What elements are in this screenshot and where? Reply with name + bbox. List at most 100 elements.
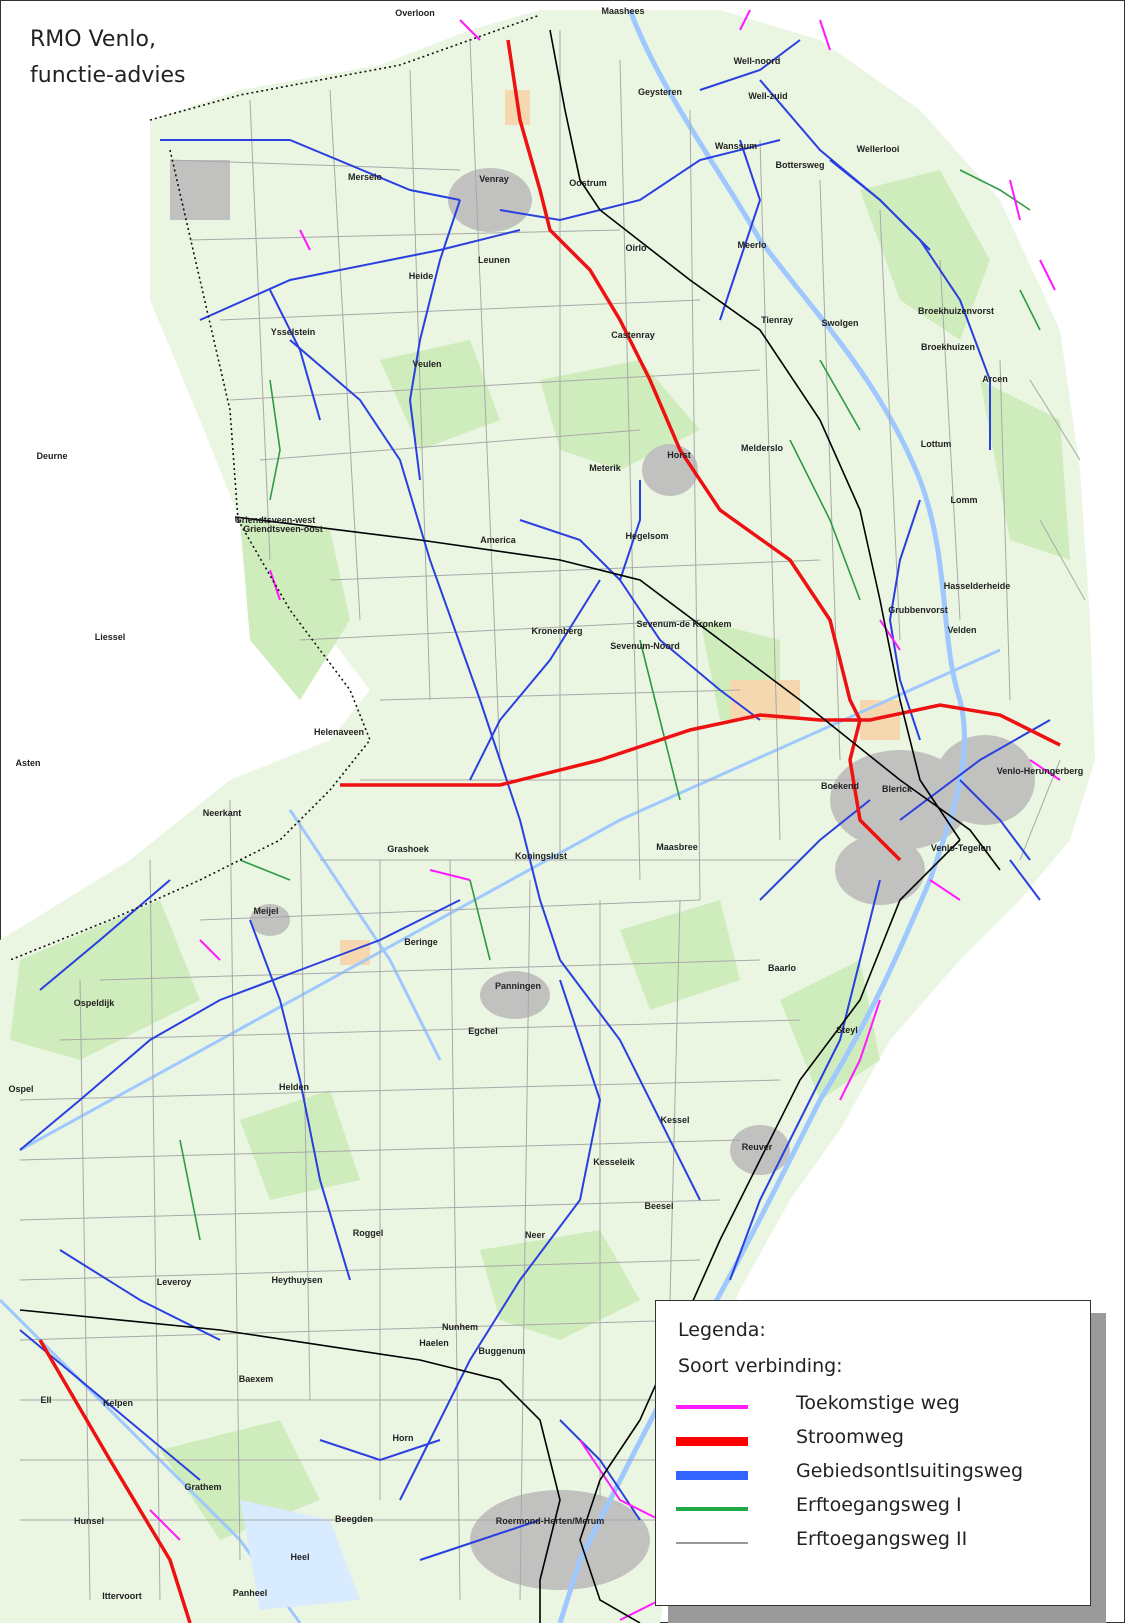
legend-item-erftoegangsweg-ii: Erftoegangsweg II bbox=[676, 1525, 1076, 1559]
place-label: Well-noord bbox=[734, 56, 781, 66]
legend-item-stroomweg: Stroomweg bbox=[676, 1423, 1076, 1457]
legend-item-label: Gebiedsontlsuitingsweg bbox=[796, 1460, 1024, 1482]
place-label: Overloon bbox=[395, 8, 435, 18]
legend-item-label: Erftoegangsweg I bbox=[796, 1494, 962, 1516]
place-label: Horst bbox=[667, 450, 691, 460]
place-label: Panheel bbox=[233, 1588, 268, 1598]
place-label: Kesseleik bbox=[593, 1157, 636, 1167]
place-label: Ospeldijk bbox=[74, 998, 116, 1008]
place-label: Oirlo bbox=[625, 243, 647, 253]
roads-gebiedsontsluitingsweg bbox=[19, 39, 1051, 1561]
place-label: Wellerlooi bbox=[857, 144, 900, 154]
legend-heading: Legenda: bbox=[678, 1319, 766, 1341]
place-label: Boekend bbox=[821, 781, 859, 791]
place-label: Venlo-Tegelen bbox=[931, 843, 991, 853]
canal bbox=[19, 648, 1001, 1152]
place-label: Broekhuizenvorst bbox=[918, 306, 994, 316]
roads-erftoegangsweg-i bbox=[179, 169, 1041, 1241]
place-label: Helden bbox=[279, 1082, 309, 1092]
legend-swatch bbox=[676, 1436, 748, 1446]
place-label: Helenaveen bbox=[314, 727, 364, 737]
legend-swatch bbox=[676, 1507, 748, 1511]
map-title-line-2: functie-advies bbox=[30, 63, 186, 88]
place-label: Bottersweg bbox=[775, 160, 824, 170]
place-label: Grubbenvorst bbox=[888, 605, 948, 615]
place-label: Kronenberg bbox=[531, 626, 582, 636]
legend-item-label: Erftoegangsweg II bbox=[796, 1528, 968, 1550]
roads-erftoegangsweg-ii bbox=[19, 30, 1086, 1601]
place-label: Ospel bbox=[8, 1084, 33, 1094]
place-label: Sevenum-de Kronkem bbox=[636, 619, 731, 629]
place-label: Kelpen bbox=[103, 1398, 133, 1408]
place-label: Haelen bbox=[419, 1338, 449, 1348]
place-label: Velden bbox=[947, 625, 976, 635]
legend-swatch bbox=[676, 1470, 748, 1480]
place-label: Steyl bbox=[836, 1025, 858, 1035]
place-label: Nunhem bbox=[442, 1322, 478, 1332]
place-label: America bbox=[480, 535, 517, 545]
place-label: Tienray bbox=[761, 315, 793, 325]
place-label: Roermond-Herten/Merum bbox=[496, 1516, 605, 1526]
place-label: Lomm bbox=[951, 495, 978, 505]
map-title: RMO Venlo, functie-advies bbox=[30, 22, 186, 94]
province-boundary bbox=[9, 14, 541, 961]
place-label: Leveroy bbox=[157, 1277, 192, 1287]
place-label: Arcen bbox=[982, 374, 1008, 384]
place-label: Leunen bbox=[478, 255, 510, 265]
place-label: Hunsel bbox=[74, 1516, 104, 1526]
place-label: Kessel bbox=[660, 1115, 689, 1125]
place-label: Neer bbox=[525, 1230, 546, 1240]
place-label: Maashees bbox=[601, 6, 644, 16]
place-label: Castenray bbox=[611, 330, 655, 340]
legend: Legenda: Soort verbinding: Toekomstige w… bbox=[655, 1300, 1091, 1606]
place-label: Broekhuizen bbox=[921, 342, 975, 352]
place-label: Heide bbox=[409, 271, 434, 281]
lake bbox=[240, 1500, 360, 1610]
place-label: Geysteren bbox=[638, 87, 682, 97]
place-label: Deurne bbox=[36, 451, 67, 461]
place-label: Baexem bbox=[239, 1374, 274, 1384]
place-label: Well-zuid bbox=[748, 91, 787, 101]
region-area bbox=[0, 10, 1095, 1623]
place-label: Koningslust bbox=[515, 851, 567, 861]
place-label: Swolgen bbox=[821, 318, 858, 328]
place-label: Veulen bbox=[412, 359, 441, 369]
place-label: Oostrum bbox=[569, 178, 607, 188]
place-label: Sevenum-Noord bbox=[610, 641, 680, 651]
place-label: Grashoek bbox=[387, 844, 430, 854]
place-label: Griendtsveen-oost bbox=[243, 524, 323, 534]
place-label: Maasbree bbox=[656, 842, 698, 852]
place-label: Neerkant bbox=[203, 808, 242, 818]
place-label: Horn bbox=[393, 1433, 414, 1443]
place-label: Venray bbox=[479, 174, 509, 184]
railway-lines bbox=[19, 29, 1001, 1623]
place-label: Roggel bbox=[353, 1228, 384, 1238]
place-label: Griendtsveen-west bbox=[235, 515, 316, 525]
map-title-line-1: RMO Venlo, bbox=[30, 27, 156, 52]
place-label: Melderslo bbox=[741, 443, 784, 453]
place-label: Meijel bbox=[253, 906, 278, 916]
place-label: Grathem bbox=[184, 1482, 221, 1492]
place-label: Hegelsom bbox=[625, 531, 668, 541]
place-label: Panningen bbox=[495, 981, 541, 991]
place-label: Venlo-Herungerberg bbox=[997, 766, 1084, 776]
legend-item-erftoegangsweg-i: Erftoegangsweg I bbox=[676, 1491, 1076, 1525]
place-label: Hasselderheide bbox=[944, 581, 1011, 591]
place-label: Beegden bbox=[335, 1514, 373, 1524]
place-label: Ell bbox=[40, 1395, 51, 1405]
legend-item-label: Stroomweg bbox=[796, 1426, 904, 1448]
place-label: Egchel bbox=[468, 1026, 498, 1036]
legend-swatch bbox=[676, 1542, 748, 1544]
place-label: Merselo bbox=[348, 172, 383, 182]
legend-item-label: Toekomstige weg bbox=[796, 1392, 960, 1414]
legend-subheading: Soort verbinding: bbox=[678, 1355, 843, 1377]
place-label: Ysselstein bbox=[271, 327, 316, 337]
place-label: Liessel bbox=[95, 632, 126, 642]
place-label: Beringe bbox=[404, 937, 438, 947]
place-label: Baarlo bbox=[768, 963, 797, 973]
place-label: Meterik bbox=[589, 463, 622, 473]
roads-toekomstige-weg bbox=[149, 9, 1061, 1621]
place-label: Heel bbox=[290, 1552, 309, 1562]
place-label: Beesel bbox=[644, 1201, 673, 1211]
